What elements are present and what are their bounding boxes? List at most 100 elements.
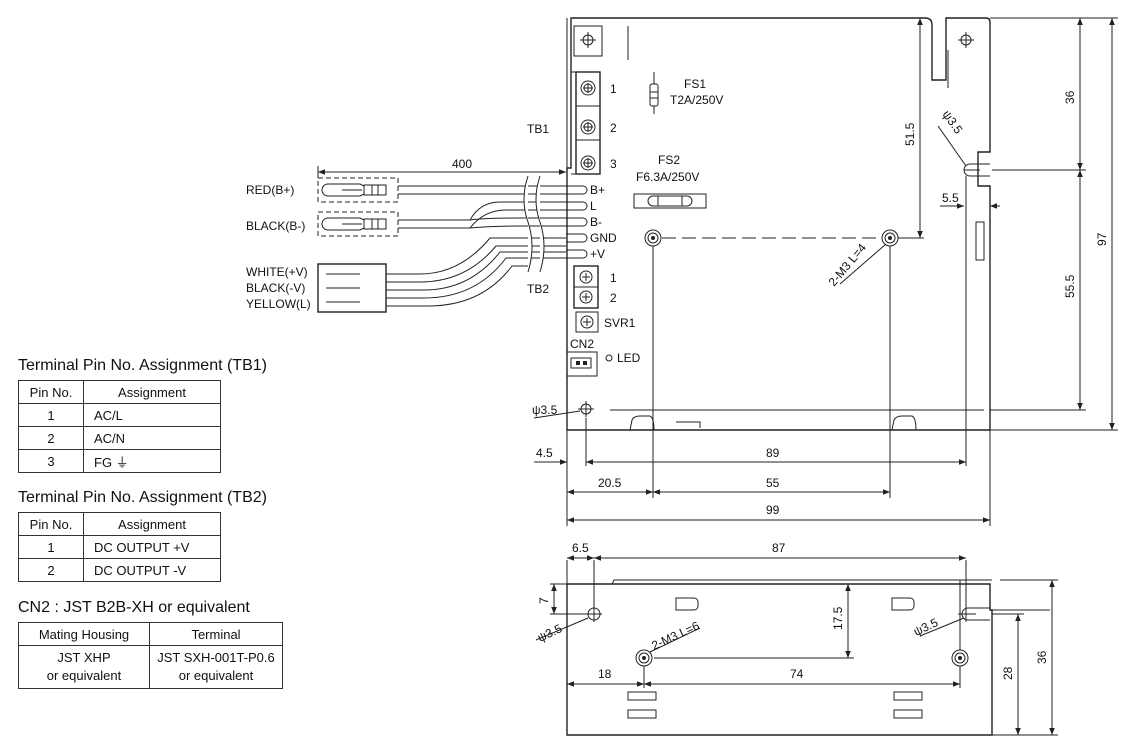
screw-icon [580, 155, 596, 171]
dim-55-5: 55.5 [1063, 274, 1077, 298]
led-label: LED [617, 351, 641, 365]
pin-number: 2 [18, 558, 84, 582]
table-header: Pin No. [18, 380, 84, 404]
side-dim-28: 28 [1001, 666, 1015, 680]
side-view-outline [566, 579, 1050, 736]
connector-housing [317, 263, 387, 313]
pin-assignment: FG ⏚ [83, 449, 221, 473]
hole-left-leader [533, 410, 581, 419]
mount-hole-top-left [580, 32, 596, 48]
fuse-fs2-icon [633, 193, 707, 209]
pin-assignment: AC/L [83, 403, 221, 427]
side-dim-7: 7 [537, 597, 551, 604]
table-row: 2 AC/N [18, 426, 221, 450]
tb2-table-title: Terminal Pin No. Assignment (TB2) [18, 489, 267, 506]
fs2-label: FS2 [658, 153, 680, 167]
tb1-pin-label: 2 [610, 121, 617, 135]
slot-label: ψ3.5 [940, 108, 966, 137]
m3-hole-icon [635, 649, 653, 667]
pin-number: 1 [18, 403, 84, 427]
side-slot-left-label: ψ3.5 [535, 621, 564, 644]
wire-pads [566, 185, 588, 259]
dim-400: 400 [452, 157, 472, 171]
side-m3-hole-label: 2-M3 L=6 [649, 618, 701, 652]
tb1-pin-label: 1 [610, 82, 617, 96]
terminal: JST SXH-001T-P0.6 or equivalent [149, 645, 283, 689]
pin-number: 3 [18, 449, 84, 473]
cn2-table: Mating Housing Terminal JST XHP or equiv… [18, 622, 283, 689]
side-dim-36: 36 [1035, 650, 1049, 664]
ring-terminal-red [317, 177, 399, 203]
pin-assignment: AC/N [83, 426, 221, 450]
trimmer-svr1-icon [575, 311, 599, 333]
mating-housing-line: or equivalent [46, 668, 122, 683]
connector-cn2-icon [566, 351, 598, 377]
dim-97: 97 [1095, 232, 1109, 246]
dim-36: 36 [1063, 90, 1077, 104]
fs1-rating: T2A/250V [670, 93, 723, 107]
mount-hole-top-right [958, 32, 974, 48]
side-slot-right-label: ψ3.5 [911, 615, 940, 638]
terminal-block-tb1 [571, 71, 601, 175]
table-row: 3 FG ⏚ [18, 449, 221, 473]
ring-terminal-black [317, 211, 399, 237]
output-label: L [590, 199, 597, 213]
cn2-table-title: CN2 : JST B2B-XH or equivalent [18, 599, 250, 616]
side-dim-6-5: 6.5 [572, 541, 589, 555]
side-dim-87: 87 [772, 541, 786, 555]
table-header: Assignment [83, 512, 221, 536]
dim-20-5: 20.5 [598, 476, 622, 490]
tb1-pin-label: 3 [610, 157, 617, 171]
m3-hole-icon [951, 649, 969, 667]
fs2-rating: F6.3A/250V [636, 170, 699, 184]
cn2-label: CN2 [570, 337, 594, 351]
terminal-line: JST SXH-001T-P0.6 [157, 650, 275, 665]
board-outline [566, 17, 991, 431]
dim-89: 89 [766, 446, 780, 460]
slot-leader [937, 125, 967, 167]
dim-99: 99 [766, 503, 780, 517]
hole-left-label: ψ3.5 [532, 403, 558, 417]
pin-assignment: DC OUTPUT -V [83, 558, 221, 582]
table-row: JST XHP or equivalent JST SXH-001T-P0.6 … [18, 645, 283, 689]
screw-icon [579, 270, 593, 284]
slot-hole-right [963, 163, 990, 177]
dim-5-5: 5.5 [942, 191, 959, 205]
wire-break-mark [535, 175, 545, 273]
pin-number: 2 [18, 426, 84, 450]
led-icon [605, 354, 613, 362]
mount-hole-bottom-left [578, 401, 594, 417]
m3-hole-icon [644, 229, 662, 247]
output-label: B- [590, 215, 602, 229]
dim-lines-bottom [534, 246, 991, 526]
side-dim-lines [535, 555, 1058, 736]
dim-55: 55 [766, 476, 780, 490]
output-label: +V [590, 247, 605, 261]
fuse-fs1-icon [649, 72, 659, 114]
output-label: GND [590, 231, 617, 245]
tb2-label: TB2 [527, 282, 549, 296]
tb2-pin-label: 1 [610, 271, 617, 285]
terminal-line: or equivalent [178, 668, 254, 683]
tb2-pin-label: 2 [610, 291, 617, 305]
wire-break-mark [523, 175, 533, 273]
wire-label-black-v: BLACK(-V) [246, 281, 305, 295]
dim-51-5: 51.5 [903, 122, 917, 146]
tb1-table-title: Terminal Pin No. Assignment (TB1) [18, 357, 267, 374]
bottom-clips [629, 415, 917, 431]
table-row: 2 DC OUTPUT -V [18, 558, 221, 582]
side-dim-17-5: 17.5 [831, 606, 845, 630]
svr1-label: SVR1 [604, 316, 636, 330]
dim-lines-right [917, 17, 1118, 466]
terminal-block-tb2 [573, 265, 599, 309]
output-label: B+ [590, 183, 605, 197]
dim-4-5: 4.5 [536, 446, 553, 460]
side-dim-18: 18 [598, 667, 612, 681]
m3-hole-leader [839, 243, 887, 285]
fs1-label: FS1 [684, 77, 706, 91]
table-row: 1 AC/L [18, 403, 221, 427]
wire-label-red: RED(B+) [246, 183, 294, 197]
table-header: Terminal [149, 622, 283, 646]
